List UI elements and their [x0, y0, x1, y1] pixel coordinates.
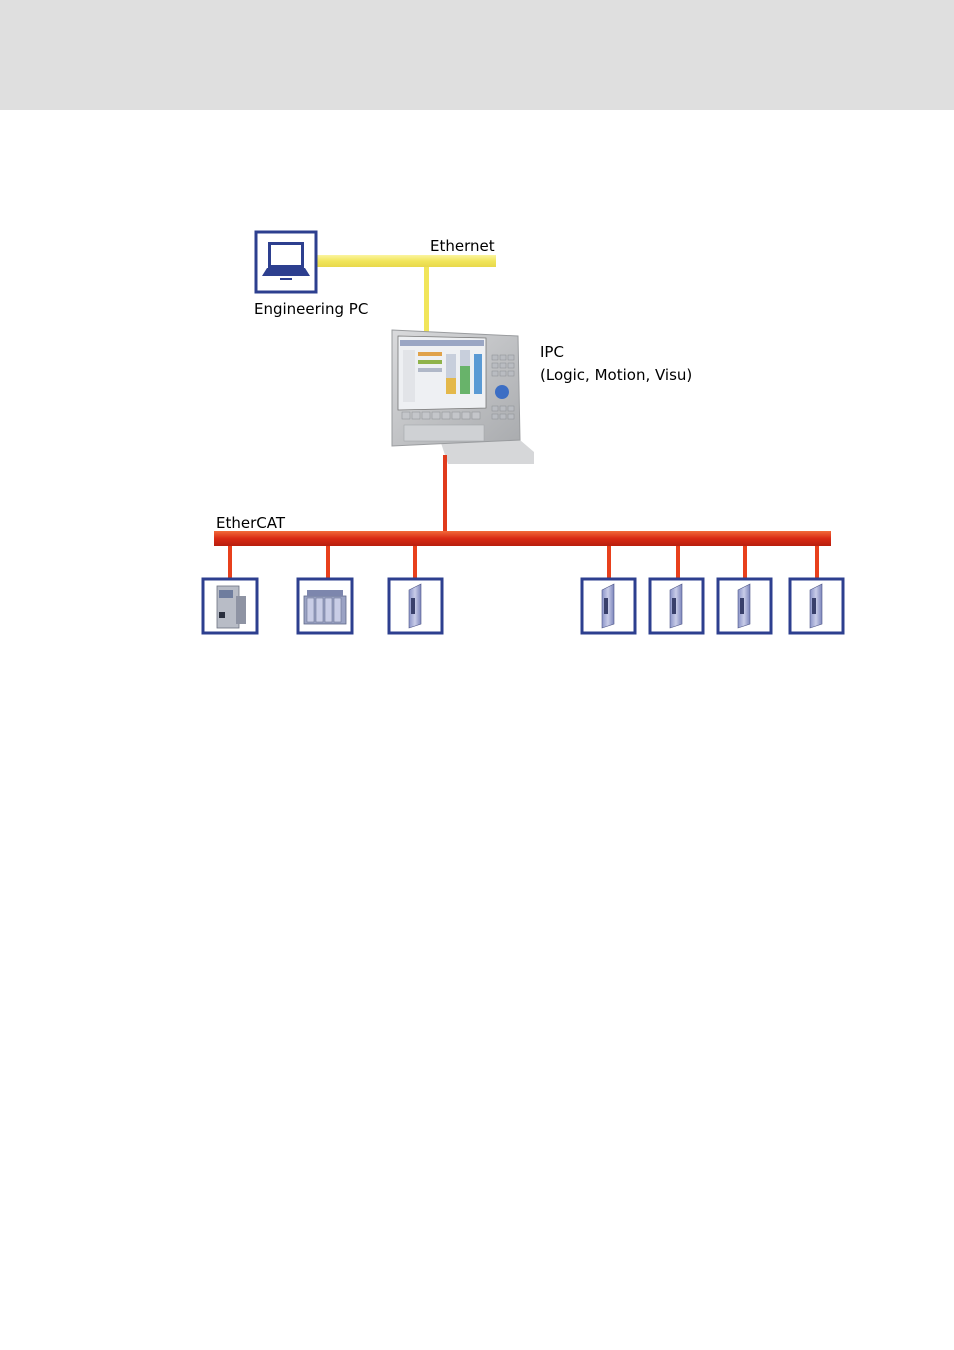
ethernet-label: Ethernet [430, 239, 495, 254]
servo-drive-icon [650, 579, 703, 633]
ipc-icon [392, 330, 534, 464]
ethernet-line [316, 255, 496, 333]
ipc-bus-connector [443, 455, 447, 532]
engineering-pc-label: Engineering PC [254, 302, 368, 317]
servo-drive-icon [389, 579, 442, 633]
drop-lines [228, 546, 819, 580]
ipc-label: IPC [540, 345, 564, 360]
ethercat-bus [214, 531, 831, 546]
engineering-pc-icon [256, 232, 316, 292]
ethercat-label: EtherCAT [216, 516, 285, 531]
drive-controller-icon [203, 579, 257, 633]
io-module-icon [298, 579, 352, 633]
servo-drive-icon [582, 579, 635, 633]
servo-drive-icon [718, 579, 771, 633]
ipc-subtitle: (Logic, Motion, Visu) [540, 368, 692, 383]
servo-drive-icon [790, 579, 843, 633]
